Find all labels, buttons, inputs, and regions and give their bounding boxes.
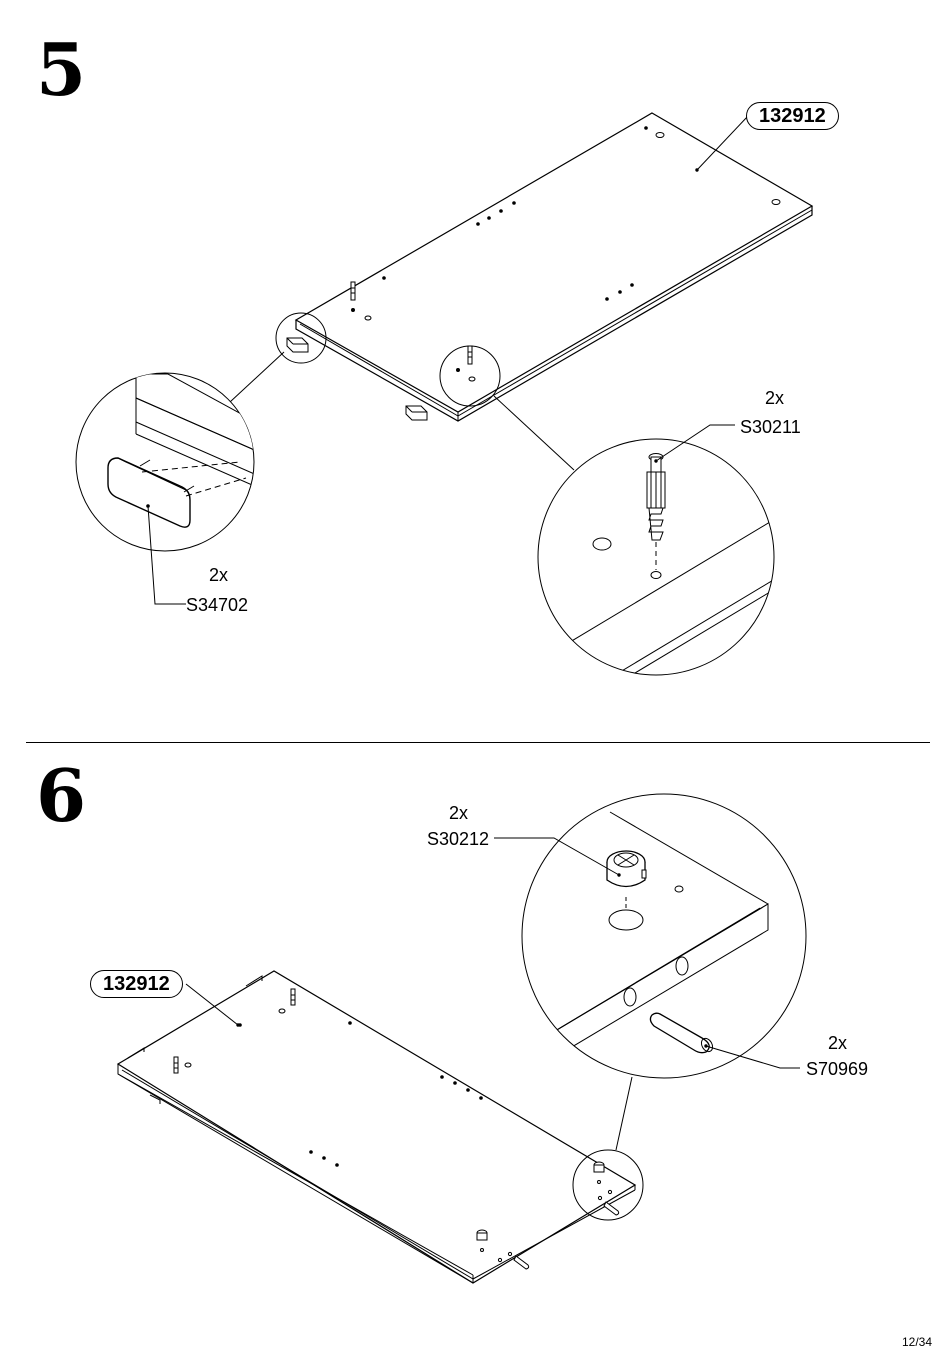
step-5-callout-s30211-code: S30211 [740,417,801,437]
zoom-foot-detail [76,373,300,604]
step-6-callout-s30212-code: S30212 [427,829,490,849]
detail-marker-corner [573,1150,643,1220]
page-number: 12/34 [901,1335,932,1349]
step-6-panel [118,971,635,1283]
step-6-callout-s30212-qty: 2x [449,803,469,823]
step-divider [26,742,930,743]
step-5-drawing [76,113,812,730]
step-6-part-label: 132912 [90,970,183,998]
step-5-callout-s30211-qty: 2x [765,388,785,408]
step-5-number: 5 [36,27,86,112]
step-5-callout-s34702-qty: 2x [209,565,229,585]
detail-marker-right [440,346,500,406]
detail-marker-left [276,313,326,363]
step-5-part-label: 132912 [746,102,839,130]
step-6-callout-s70969-code: S70969 [806,1059,869,1079]
zoom-cam-detail [494,794,806,1078]
step-6-number: 6 [36,753,86,838]
zoom-dowel-detail [538,425,780,730]
step-6-callout-s70969-qty: 2x [828,1033,848,1053]
step-6-drawing [118,794,806,1283]
step-5-callout-s34702-code: S34702 [186,595,249,615]
step-5-panel [287,113,812,421]
